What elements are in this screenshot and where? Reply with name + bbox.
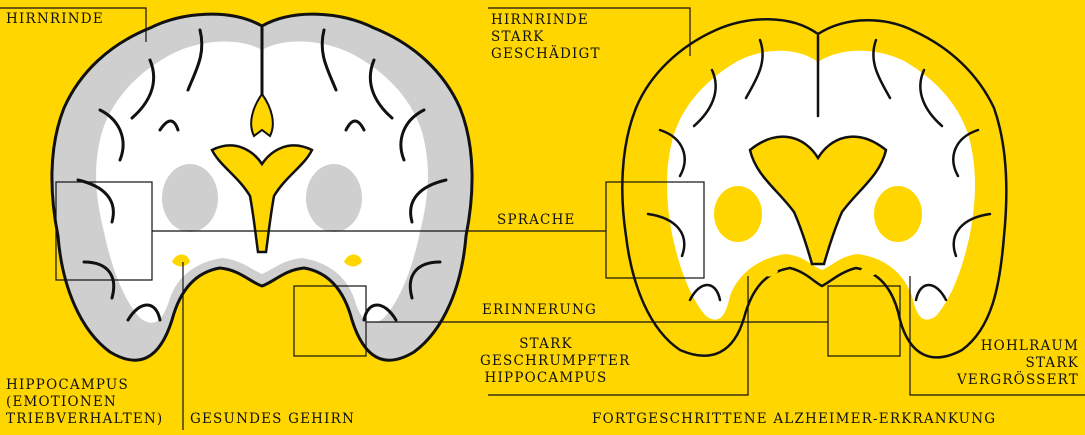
label-shrunken-hippocampus: STARK GESCHRUMPFTER HIPPOCAMPUS [480,336,612,387]
label-damaged-cortex-line2: STARK [491,29,601,46]
healthy-basal-ganglia-right [306,164,362,232]
label-language: SPRACHE [497,212,576,229]
label-cavity-line1: HOHLRAUM [957,338,1079,355]
label-hippocampus-line2: (EMOTIONEN [6,394,163,411]
label-memory: ERINNERUNG [482,302,597,319]
label-damaged-cortex: HIRNRINDE STARK GESCHÄDIGT [491,12,601,63]
label-cavity-line3: VERGRÖSSERT [957,372,1079,389]
label-healthy-brain: GESUNDES GEHIRN [190,411,355,428]
label-alzheimer-text: FORTGESCHRITTENE ALZHEIMER-ERKRANKUNG [592,411,996,428]
alzheimer-basal-ganglia-left [714,186,762,242]
label-shrunken-hippocampus-line3: HIPPOCAMPUS [480,370,612,387]
label-healthy-brain-text: GESUNDES GEHIRN [190,411,355,428]
label-cavity: HOHLRAUM STARK VERGRÖSSERT [957,338,1079,389]
healthy-brain [52,14,472,360]
label-alzheimer: FORTGESCHRITTENE ALZHEIMER-ERKRANKUNG [592,411,996,428]
label-healthy-cortex-text: HIRNRINDE [6,11,104,28]
label-language-text: SPRACHE [497,212,576,229]
memory-box-alzheimer [828,286,900,356]
label-hippocampus-line3: TRIEBVERHALTEN) [6,411,163,428]
label-hippocampus: HIPPOCAMPUS (EMOTIONEN TRIEBVERHALTEN) [6,377,163,428]
label-shrunken-hippocampus-line1: STARK [480,336,612,353]
label-memory-text: ERINNERUNG [482,302,597,319]
label-hippocampus-line1: HIPPOCAMPUS [6,377,163,394]
label-cavity-line2: STARK [957,355,1079,372]
label-damaged-cortex-line1: HIRNRINDE [491,12,601,29]
label-shrunken-hippocampus-line2: GESCHRUMPFTER [480,353,612,370]
healthy-basal-ganglia-left [162,164,218,232]
alzheimer-brain [622,19,1006,357]
label-damaged-cortex-line3: GESCHÄDIGT [491,46,601,63]
alzheimer-basal-ganglia-right [874,186,922,242]
label-healthy-cortex: HIRNRINDE [6,11,104,28]
